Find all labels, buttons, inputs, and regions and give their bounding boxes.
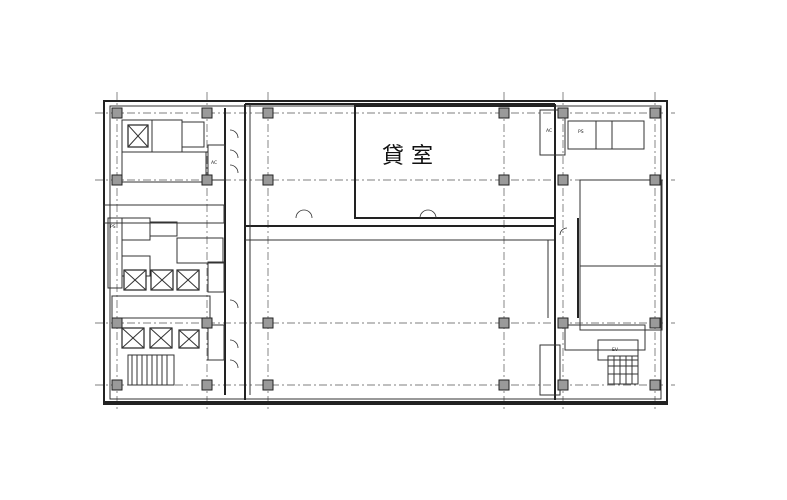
right-core: AC PS EV [539, 104, 663, 400]
ps-label-right: PS [578, 129, 584, 135]
ps-label: PS [110, 224, 116, 230]
stairs-left [127, 354, 175, 386]
elevator-bank-middle [123, 269, 200, 291]
left-core: AC PS [103, 104, 246, 400]
elevator-bank-lower [121, 327, 200, 349]
structural-columns [111, 107, 661, 391]
grid-lines [95, 92, 675, 412]
ac-label-right: AC [546, 128, 552, 134]
stairs-right [607, 355, 639, 385]
ac-label: AC [211, 160, 217, 166]
ev-label: EV [612, 347, 619, 353]
central-area: 貸 室 [229, 103, 556, 395]
rental-room-label: 貸 室 [382, 144, 433, 169]
